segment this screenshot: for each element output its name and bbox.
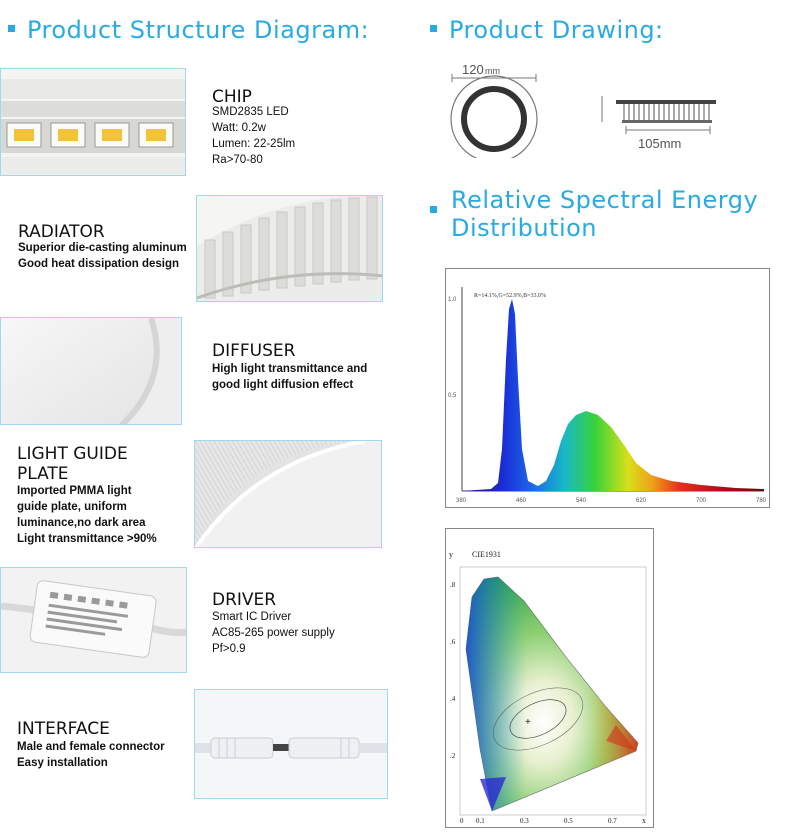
cie-svg: y CIE1931 + .8 .6 .4 .2 0 0.1 0.3 0.5 0.… [449,550,647,825]
cie-y-tick: .4 [450,695,456,703]
light-guide-specs: Imported PMMA light guide plate, uniform… [17,483,157,547]
driver-photo [0,567,187,673]
spectrum-x-tick: 380 [456,498,467,504]
driver-heading: DRIVER [212,590,277,610]
bullet-icon [8,24,15,32]
light-guide-heading-line: PLATE [17,464,69,484]
drawing-title-text: Product Drawing: [449,16,664,44]
interface-photo [194,689,388,799]
chip-specs: SMD2835 LED Watt: 0.2w Lumen: 22-25lm Ra… [212,104,295,168]
diameter-label: 120 [462,62,484,77]
spectral-title-line: Distribution [451,214,598,242]
cie-title: CIE1931 [472,550,501,559]
driver-spec-line: AC85-265 power supply [212,627,335,639]
spectrum-chart: 1.0 0.5 R=14.1%,G=52.9%,B=33.0% 380 460 … [445,268,770,508]
interface-heading: INTERFACE [17,719,110,739]
drawing-title: Product Drawing: [430,16,664,44]
spectrum-x-tick: 780 [756,498,767,504]
spectral-title: Relative Spectral Energy Distribution [430,186,758,242]
structure-title: Product Structure Diagram: [8,16,369,44]
light-guide-heading: LIGHT GUIDE PLATE [17,444,128,484]
spectrum-x-tick: 700 [696,498,707,504]
cie-x-label: x [642,816,646,825]
driver-specs: Smart IC Driver AC85-265 power supply Pf… [212,609,335,657]
chip-illustration [1,79,185,175]
diffuser-specs: High light transmittance and good light … [212,361,367,393]
driver-illustration [1,580,186,658]
radiator-photo [196,195,383,302]
diffuser-spec-line: High light transmittance and [212,363,368,375]
interface-illustration [195,737,387,759]
cie-y-tick: .6 [450,638,456,646]
light-guide-spec-line: Imported PMMA light [17,485,132,497]
spectrum-y-tick: 1.0 [448,297,457,303]
light-guide-heading-line: LIGHT GUIDE [17,444,128,464]
diffuser-heading: DIFFUSER [212,341,296,361]
chip-photo [0,68,186,176]
diffuser-photo [0,317,182,425]
driver-spec-line: Smart IC Driver [212,611,292,623]
product-drawing: 120 mm 14mm 105mm [450,62,716,158]
radiator-illustration [197,196,382,301]
cutout-label: 105mm [638,136,681,151]
cie-x-tick: 0.1 [476,817,485,825]
spectrum-ratio-label: R=14.1%,G=52.9%,B=33.0% [474,293,546,299]
light-guide-spec-line: luminance,no dark area [17,517,146,529]
diameter-unit: mm [485,66,500,76]
chip-spec-line: Watt: 0.2w [212,122,266,134]
radiator-specs: Superior die-casting aluminum Good heat … [18,240,187,272]
cie-x-tick: 0.3 [520,817,529,825]
bullet-icon [430,206,437,213]
chip-spec-line: Lumen: 22-25lm [212,138,296,150]
cie-chart: y CIE1931 + .8 .6 .4 .2 0 0.1 0.3 0.5 0.… [445,528,654,828]
cie-x-tick: 0.7 [608,817,617,825]
light-guide-spec-line: guide plate, uniform [17,501,127,513]
diffuser-spec-line: good light diffusion effect [212,379,354,391]
cie-x-tick: 0 [460,817,464,825]
interface-spec-line: Male and female connector [17,741,165,753]
spectrum-x-tick: 620 [636,498,647,504]
light-guide-spec-line: Light transmittance >90% [17,533,157,545]
white-point-marker: + [525,717,531,728]
spectrum-x-tick: 460 [516,498,527,504]
diffuser-illustration [1,318,160,424]
structure-title-text: Product Structure Diagram: [27,16,370,44]
radiator-heading: RADIATOR [18,222,105,242]
spectral-title-line: Relative Spectral Energy [451,186,759,214]
spectrum-x-tick: 540 [576,498,587,504]
radiator-spec-line: Superior die-casting aluminum [18,242,187,254]
spectrum-y-tick: 0.5 [448,393,457,399]
interface-specs: Male and female connector Easy installat… [17,739,165,771]
spectrum-curve [462,299,764,491]
cie-y-tick: .2 [450,752,456,760]
cie-y-label: y [449,550,453,559]
radiator-spec-line: Good heat dissipation design [18,258,180,270]
spectrum-svg: 1.0 0.5 R=14.1%,G=52.9%,B=33.0% 380 460 … [448,287,767,504]
light-guide-illustration [195,441,381,547]
interface-spec-line: Easy installation [17,757,108,769]
cie-y-tick: .8 [450,581,456,589]
chip-spec-line: SMD2835 LED [212,106,289,118]
cie-x-tick: 0.5 [564,817,573,825]
driver-spec-line: Pf>0.9 [212,643,246,655]
bullet-icon [430,24,437,32]
chip-heading: CHIP [212,87,252,107]
chip-spec-line: Ra>70-80 [212,154,263,166]
light-guide-photo [194,440,382,548]
